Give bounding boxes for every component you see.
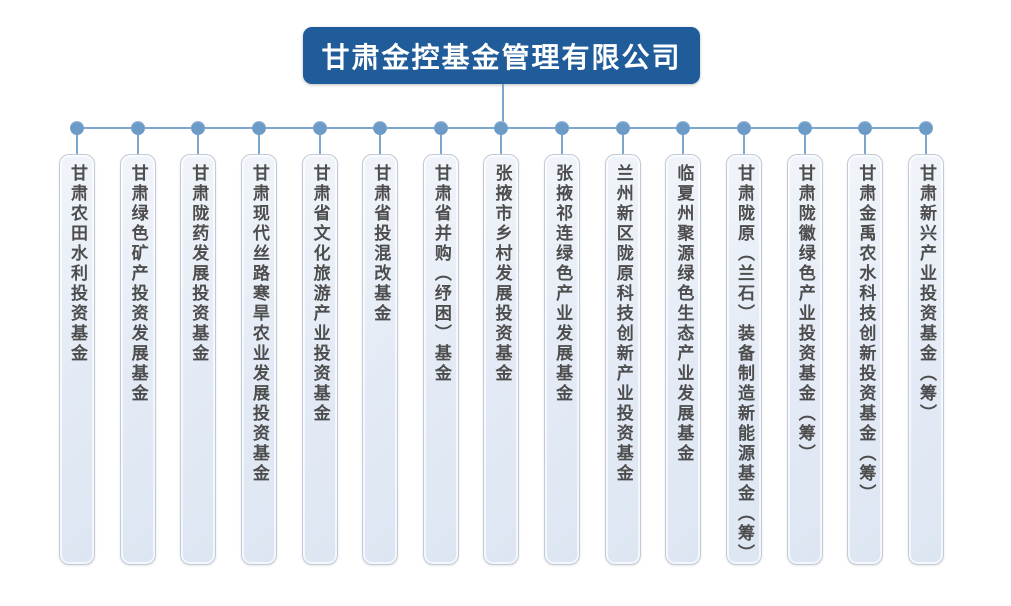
fund-node: 甘肃绿色矿产投资发展基金	[119, 121, 156, 565]
connector-dot	[494, 121, 509, 135]
fund-node: 甘肃农田水利投资基金	[59, 121, 95, 565]
connector-dot	[191, 121, 206, 135]
connector-dot	[858, 121, 873, 135]
connector-line	[561, 135, 564, 154]
fund-node: 张掖祁连绿色产业发展基金	[544, 121, 581, 565]
connector-line	[500, 135, 503, 154]
fund-label: 甘肃陇原（兰石）装备制造新能源基金（筹）	[735, 164, 755, 564]
root-node-title: 甘肃金控基金管理有限公司	[321, 41, 682, 73]
fund-label: 甘肃陇药发展投资基金	[189, 164, 209, 364]
fund-label: 甘肃农田水利投资基金	[68, 164, 87, 364]
fund-box: 张掖市乡村发展投资基金	[483, 154, 520, 565]
fund-label: 甘肃新兴产业投资基金（筹）	[916, 164, 936, 424]
fund-box: 甘肃现代丝路寒旱农业发展投资基金	[240, 154, 277, 565]
connector-line	[318, 135, 321, 154]
fund-box: 甘肃陇原（兰石）装备制造新能源基金（筹）	[726, 154, 763, 565]
fund-box: 甘肃省文化旅游产业投资基金	[301, 154, 338, 565]
fund-box: 甘肃省投混改基金	[362, 154, 399, 565]
connector-line	[621, 135, 624, 154]
connector-dot	[433, 121, 448, 135]
connector-line	[76, 135, 78, 154]
connector-line	[743, 135, 746, 154]
fund-box: 临夏州聚源绿色生态产业发展基金	[665, 154, 702, 565]
fund-node: 甘肃金禹农水科技创新投资基金（筹）	[847, 121, 884, 565]
connector-dot	[130, 121, 145, 135]
fund-label: 甘肃省文化旅游产业投资基金	[310, 164, 330, 424]
fund-label: 临夏州聚源绿色生态产业发展基金	[674, 164, 694, 464]
connector-dot	[555, 121, 570, 135]
fund-node: 甘肃省投混改基金	[362, 121, 399, 565]
fund-label: 兰州新区陇原科技创新产业投资基金	[613, 164, 633, 484]
connector-dot	[918, 121, 933, 135]
fund-box: 甘肃陇徽绿色产业投资基金（筹）	[786, 154, 823, 565]
fund-label: 张掖祁连绿色产业发展基金	[553, 164, 573, 404]
connector-dot	[312, 121, 327, 135]
connector-line	[682, 135, 685, 154]
fund-label: 甘肃现代丝路寒旱农业发展投资基金	[249, 164, 269, 484]
connector-dot	[70, 121, 84, 135]
fund-node: 甘肃陇药发展投资基金	[180, 121, 217, 565]
fund-label: 张掖市乡村发展投资基金	[492, 164, 512, 384]
fund-node: 兰州新区陇原科技创新产业投资基金	[604, 121, 641, 565]
fund-label: 甘肃省投混改基金	[371, 164, 391, 324]
fund-node: 临夏州聚源绿色生态产业发展基金	[665, 121, 702, 565]
connector-line	[379, 135, 382, 154]
connector-line	[136, 135, 139, 154]
fund-label: 甘肃省并购（纾困）基金	[431, 164, 451, 384]
fund-box: 兰州新区陇原科技创新产业投资基金	[604, 154, 641, 565]
fund-box: 甘肃新兴产业投资基金（筹）	[907, 154, 944, 565]
fund-node: 甘肃新兴产业投资基金（筹）	[907, 121, 944, 565]
connector-line	[257, 135, 260, 154]
connector-dot	[797, 121, 812, 135]
fund-box: 张掖祁连绿色产业发展基金	[544, 154, 581, 565]
fund-columns: 甘肃农田水利投资基金 甘肃绿色矿产投资发展基金 甘肃陇药发展投资基金 甘肃现代丝…	[59, 121, 944, 565]
fund-box: 甘肃绿色矿产投资发展基金	[119, 154, 156, 565]
fund-node: 甘肃陇徽绿色产业投资基金（筹）	[786, 121, 823, 565]
fund-box: 甘肃金禹农水科技创新投资基金（筹）	[847, 154, 884, 565]
connector-line	[439, 135, 442, 154]
connector-dot	[615, 121, 630, 135]
fund-box: 甘肃省并购（纾困）基金	[422, 154, 459, 565]
fund-label: 甘肃陇徽绿色产业投资基金（筹）	[795, 164, 815, 464]
fund-node: 张掖市乡村发展投资基金	[483, 121, 520, 565]
root-node: 甘肃金控基金管理有限公司	[303, 27, 700, 84]
fund-node: 甘肃现代丝路寒旱农业发展投资基金	[240, 121, 277, 565]
fund-label: 甘肃绿色矿产投资发展基金	[128, 164, 148, 404]
connector-dot	[676, 121, 691, 135]
fund-box: 甘肃陇药发展投资基金	[180, 154, 217, 565]
fund-node: 甘肃陇原（兰石）装备制造新能源基金（筹）	[726, 121, 763, 565]
fund-node: 甘肃省并购（纾困）基金	[422, 121, 459, 565]
fund-box: 甘肃农田水利投资基金	[59, 154, 95, 565]
connector-line	[197, 135, 200, 154]
root-connector-line	[502, 84, 504, 128]
connector-dot	[737, 121, 752, 135]
connector-line	[803, 135, 806, 154]
fund-node: 甘肃省文化旅游产业投资基金	[301, 121, 338, 565]
connector-dot	[373, 121, 388, 135]
connector-line	[924, 135, 927, 154]
connector-line	[864, 135, 867, 154]
fund-label: 甘肃金禹农水科技创新投资基金（筹）	[856, 164, 876, 504]
connector-dot	[251, 121, 266, 135]
